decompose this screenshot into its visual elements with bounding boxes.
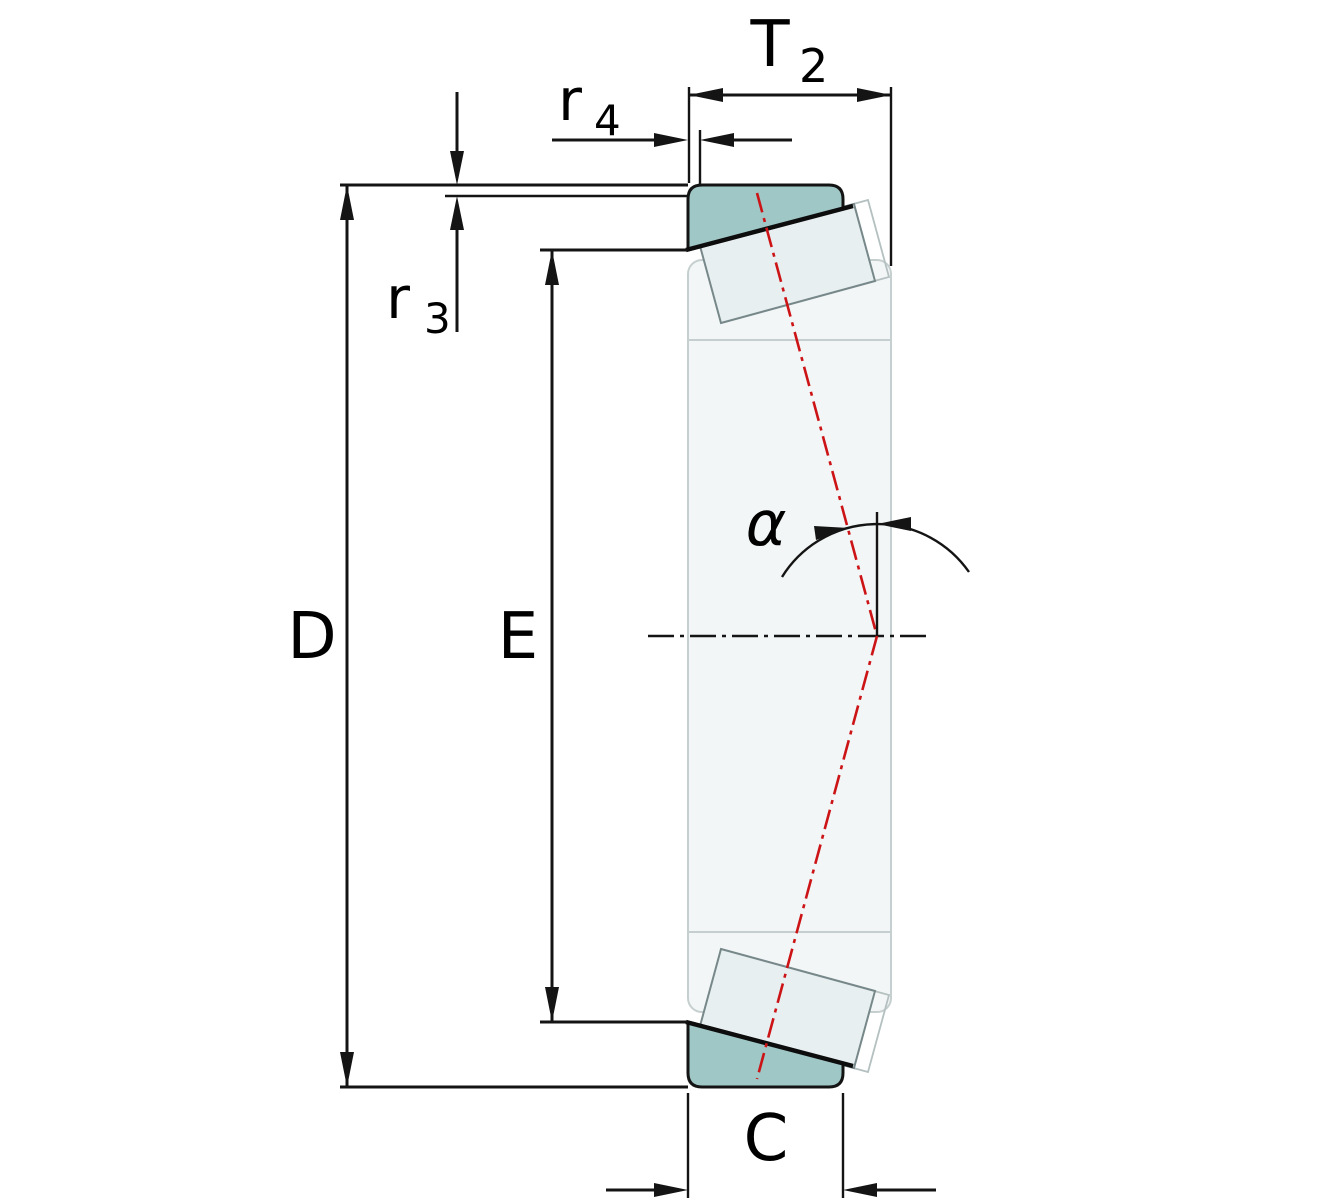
dimension-C: C (606, 1093, 936, 1198)
dim-arrowhead-right (654, 1183, 688, 1197)
dimension-r3: r 3 (386, 92, 688, 343)
label-contact-angle: α (746, 487, 787, 560)
label-outer-diameter: D (287, 600, 336, 674)
outer-ring-section-bottom (686, 1020, 845, 1089)
outer-ring-section-top (686, 183, 845, 252)
cup-raceway-bottom (685, 1019, 854, 1069)
dim-arrowhead-up (450, 196, 464, 230)
dim-arrowhead-left (689, 88, 723, 102)
contact-angle-arc (780, 522, 970, 578)
label-r4-sub: 4 (594, 96, 621, 145)
dim-arrowhead-left (843, 1183, 877, 1197)
label-cup-width: C (744, 1102, 789, 1176)
dim-arrowhead-right (857, 88, 891, 102)
dimension-E: E (498, 248, 688, 1024)
dim-arrowhead-right (654, 133, 688, 147)
label-r3-base: r (386, 264, 410, 332)
label-r4-base: r (558, 66, 582, 134)
dim-arrowhead-up (545, 250, 559, 285)
dimension-r4: r 4 (552, 66, 792, 184)
dim-arrowhead-down (450, 151, 464, 185)
dim-arrowhead-down (545, 987, 559, 1022)
angle-arrowhead-left (814, 526, 849, 540)
contact-angle-line-bottom (755, 635, 879, 1080)
label-T2-base: T (749, 8, 790, 82)
contact-angle-line-top (755, 192, 879, 637)
dimension-T2: T 2 (687, 8, 893, 266)
label-r3-sub: 3 (424, 294, 451, 343)
label-T2-sub: 2 (799, 39, 828, 93)
dimension-D: D (287, 183, 688, 1089)
dim-arrowhead-down (340, 1052, 354, 1087)
label-raceway-diameter: E (498, 600, 538, 674)
angle-arrowhead-right (877, 517, 911, 531)
dim-arrowhead-left (700, 133, 734, 147)
cup-raceway-top (685, 203, 854, 253)
dim-arrowhead-up (340, 185, 354, 220)
